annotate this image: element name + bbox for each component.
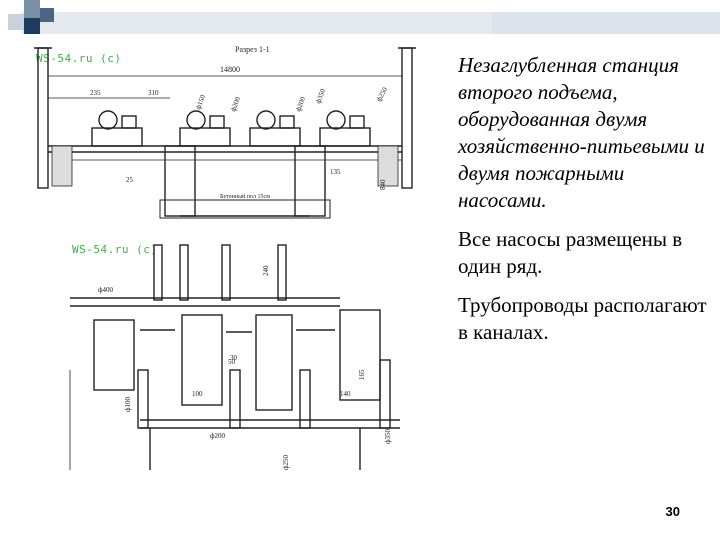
plan-140: 140: [340, 390, 351, 398]
top-decorative-bar: [0, 0, 720, 50]
square-mid: [24, 0, 40, 18]
paragraph-pumps: Все насосы размещены в один ряд.: [458, 227, 683, 278]
dim-d250: ф250: [375, 86, 390, 103]
pump-plan-1: [93, 319, 135, 391]
plan-30: 30: [230, 354, 238, 362]
plan-d400: ф400: [98, 286, 114, 294]
page-number: 30: [665, 504, 680, 519]
bar-strip: [22, 12, 492, 34]
dim-25: 25: [126, 176, 134, 184]
drawing-caption: Незаглубленная станция второго подъема, …: [458, 53, 705, 212]
dim-d200a: ф200: [229, 95, 242, 112]
pump-section-3: [249, 110, 301, 147]
floor-note: Бетонный пол 15см: [220, 193, 270, 200]
wall-right: [401, 47, 413, 189]
pump-section-4: [319, 110, 371, 147]
dim-mid: 310: [148, 89, 159, 97]
dim-840: 840: [379, 179, 387, 190]
plan-d100: ф100: [124, 396, 132, 412]
pump-station-drawing: Разрез 1-1 14800 235 310 ф150 ф200 ф200 …: [34, 45, 416, 470]
plan-d200: ф200: [210, 432, 226, 440]
dim-d200b: ф200: [294, 95, 307, 112]
pump-section-2: [179, 110, 231, 147]
plan-165: 165: [358, 369, 366, 380]
decorative-squares: [8, 0, 720, 34]
dim-d150: ф150: [194, 93, 207, 110]
square-accent: [40, 8, 54, 22]
plan-d250: ф250: [282, 454, 290, 470]
plan-50: 50: [228, 358, 236, 366]
wall-left: [37, 47, 49, 189]
pump-plan-4: [339, 309, 381, 401]
watermark-mid: WS-54.ru (c): [72, 243, 158, 256]
section-label: Разрез 1-1: [235, 45, 270, 54]
pump-section-1: [91, 110, 143, 147]
paragraph-pipes: Трубопроводы располагают в каналах.: [458, 293, 707, 344]
plan-100: 100: [192, 390, 203, 398]
dim-d350: ф350: [314, 87, 327, 104]
square-dark: [24, 18, 40, 34]
pump-plan-2: [181, 314, 223, 406]
plan-d350: ф350: [384, 428, 392, 444]
plan-240: 240: [262, 265, 270, 276]
bar-strip-right: [492, 12, 720, 34]
slide-text: Незаглубленная станция второго подъема, …: [458, 52, 708, 358]
square-light: [8, 14, 24, 30]
pump-plan-3: [255, 314, 293, 411]
dim-left: 235: [90, 89, 101, 97]
dim-total: 14800: [220, 65, 240, 74]
dim-135: 135: [330, 168, 341, 176]
watermark-top: WS-54.ru (c): [36, 52, 122, 65]
